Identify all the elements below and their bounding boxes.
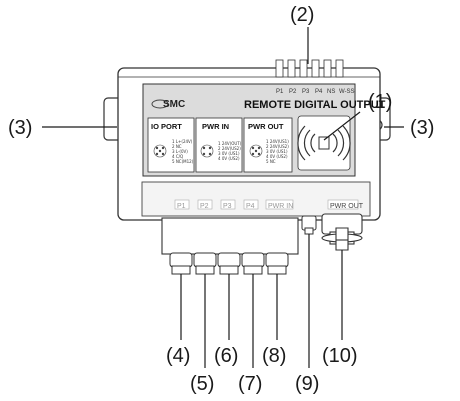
led-tabs bbox=[275, 59, 344, 78]
svg-text:2 24V(US2): 2 24V(US2) bbox=[218, 146, 241, 151]
led-label-wss: W-SS bbox=[339, 89, 355, 95]
callout-10: (10) bbox=[322, 345, 358, 367]
callout-6: (6) bbox=[214, 345, 238, 367]
svg-text:1 24V(OUT): 1 24V(OUT) bbox=[218, 141, 242, 146]
wireless-antenna-icon bbox=[297, 115, 351, 171]
svg-text:P2: P2 bbox=[200, 203, 209, 210]
svg-text:P4: P4 bbox=[246, 203, 255, 210]
led-label-p4: P4 bbox=[315, 89, 323, 95]
callout-5: (5) bbox=[190, 373, 214, 395]
svg-text:3 0V (US1): 3 0V (US1) bbox=[218, 151, 240, 156]
svg-text:IO PORT: IO PORT bbox=[151, 122, 182, 131]
svg-text:PWR OUT: PWR OUT bbox=[248, 122, 284, 131]
svg-text:SMC: SMC bbox=[163, 99, 185, 110]
connector-strip bbox=[141, 181, 371, 217]
svg-text:P3: P3 bbox=[223, 203, 232, 210]
svg-text:1 24V(US1): 1 24V(US1) bbox=[266, 139, 289, 144]
callout-9: (9) bbox=[295, 373, 319, 395]
svg-text:3 L-(0V): 3 L-(0V) bbox=[172, 149, 188, 154]
svg-text:2 NC: 2 NC bbox=[172, 144, 182, 149]
svg-text:4 C/Q: 4 C/Q bbox=[172, 154, 183, 159]
led-label-p3: P3 bbox=[302, 89, 310, 95]
led-label-p1: P1 bbox=[276, 89, 284, 95]
svg-text:4 0V (US2): 4 0V (US2) bbox=[266, 154, 288, 159]
spec-panel-pwr-out: PWR OUT 1 24V(US1) 2 24V(US2) 3 0V (US1)… bbox=[243, 117, 293, 173]
led-label-ns: NS bbox=[327, 89, 335, 95]
callout-4: (4) bbox=[166, 345, 190, 367]
callout-3-left: (3) bbox=[8, 117, 32, 139]
led-label-p2: P2 bbox=[289, 89, 297, 95]
callout-2: (2) bbox=[290, 4, 314, 26]
spec-panel-pwr-in: PWR IN 1 24V(OUT) 2 24V(US2) 3 0V (US1) … bbox=[195, 117, 243, 173]
connector-block bbox=[161, 217, 299, 255]
device-title: REMOTE DIGITAL OUTPUT bbox=[244, 99, 386, 111]
callout-8: (8) bbox=[262, 345, 286, 367]
svg-text:3 0V (US1): 3 0V (US1) bbox=[266, 149, 288, 154]
cable-gland bbox=[321, 213, 363, 251]
callout-1: (1) bbox=[368, 91, 392, 113]
svg-text:1 L+(24V): 1 L+(24V) bbox=[172, 139, 193, 144]
connector-sockets bbox=[169, 252, 289, 275]
svg-text:2 24V(US2): 2 24V(US2) bbox=[266, 144, 289, 149]
leader-lines bbox=[42, 27, 404, 368]
svg-text:P1: P1 bbox=[177, 203, 186, 210]
callout-7: (7) bbox=[238, 373, 262, 395]
callout-3-right: (3) bbox=[410, 117, 434, 139]
svg-text:5 NC: 5 NC bbox=[266, 159, 276, 164]
svg-text:PWR OUT: PWR OUT bbox=[330, 203, 364, 210]
svg-text:5 NC(M12): 5 NC(M12) bbox=[172, 159, 194, 164]
brand-logo: SMC bbox=[151, 99, 185, 110]
svg-text:PWR IN: PWR IN bbox=[202, 122, 229, 131]
port-labels: P1 P2 P3 P4 PWR IN PWR OUT bbox=[174, 199, 364, 210]
svg-text:PWR IN: PWR IN bbox=[268, 203, 293, 210]
spec-panel-io-port: IO PORT 1 L+(24V) 2 NC 3 L-(0V) 4 C/Q 5 … bbox=[147, 117, 195, 173]
svg-text:4 0V (US2): 4 0V (US2) bbox=[218, 156, 240, 161]
small-connector bbox=[301, 215, 317, 235]
